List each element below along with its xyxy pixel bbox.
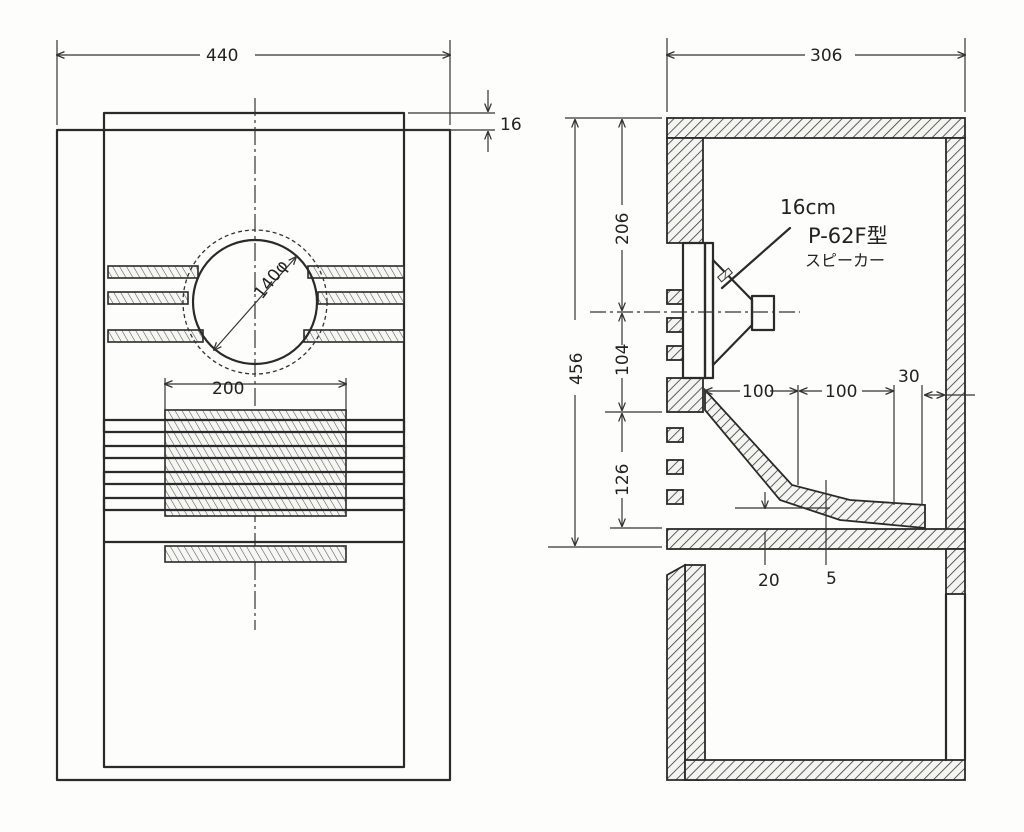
speaker-hole (191, 238, 319, 366)
front-width-label: 440 (206, 46, 238, 66)
speaker-model-label: P-62F型 (808, 224, 888, 248)
front-view: 140φ 200 440 16 (55, 40, 522, 782)
mid-height-label: 104 (613, 344, 633, 376)
upper-louver-slats (107, 265, 405, 343)
shelf-dim-label: 20 (758, 571, 780, 591)
back-gap-label: 30 (898, 367, 920, 387)
lower-height-label: 126 (613, 464, 633, 496)
hole-diameter-label: 140φ (250, 256, 293, 303)
top-offset-label: 16 (500, 115, 522, 135)
horn-board (704, 387, 926, 529)
horn-dim-1-label: 100 (742, 382, 774, 402)
front-port-box (164, 409, 347, 517)
front-baffle (102, 111, 406, 769)
shelf-board (666, 528, 966, 550)
horn-dim-2-label: 100 (825, 382, 857, 402)
upper-height-label: 206 (613, 213, 633, 245)
lower-louver-bars (102, 418, 406, 512)
port-width-label: 200 (212, 379, 244, 399)
side-height-label: 456 (567, 353, 587, 385)
speaker-hole-dashed (182, 229, 328, 375)
front-outer-body (55, 128, 452, 782)
speaker-note-label: スピーカー (805, 251, 885, 270)
small-dim-label: 5 (826, 569, 837, 589)
speaker-unit (703, 241, 776, 380)
speaker-size-label: 16cm (780, 195, 836, 219)
side-depth-label: 306 (810, 46, 842, 66)
front-lower-slot (164, 545, 347, 563)
side-view: 16cm P-62F型 スピーカー 306 456 206 104 126 10… (548, 38, 975, 781)
